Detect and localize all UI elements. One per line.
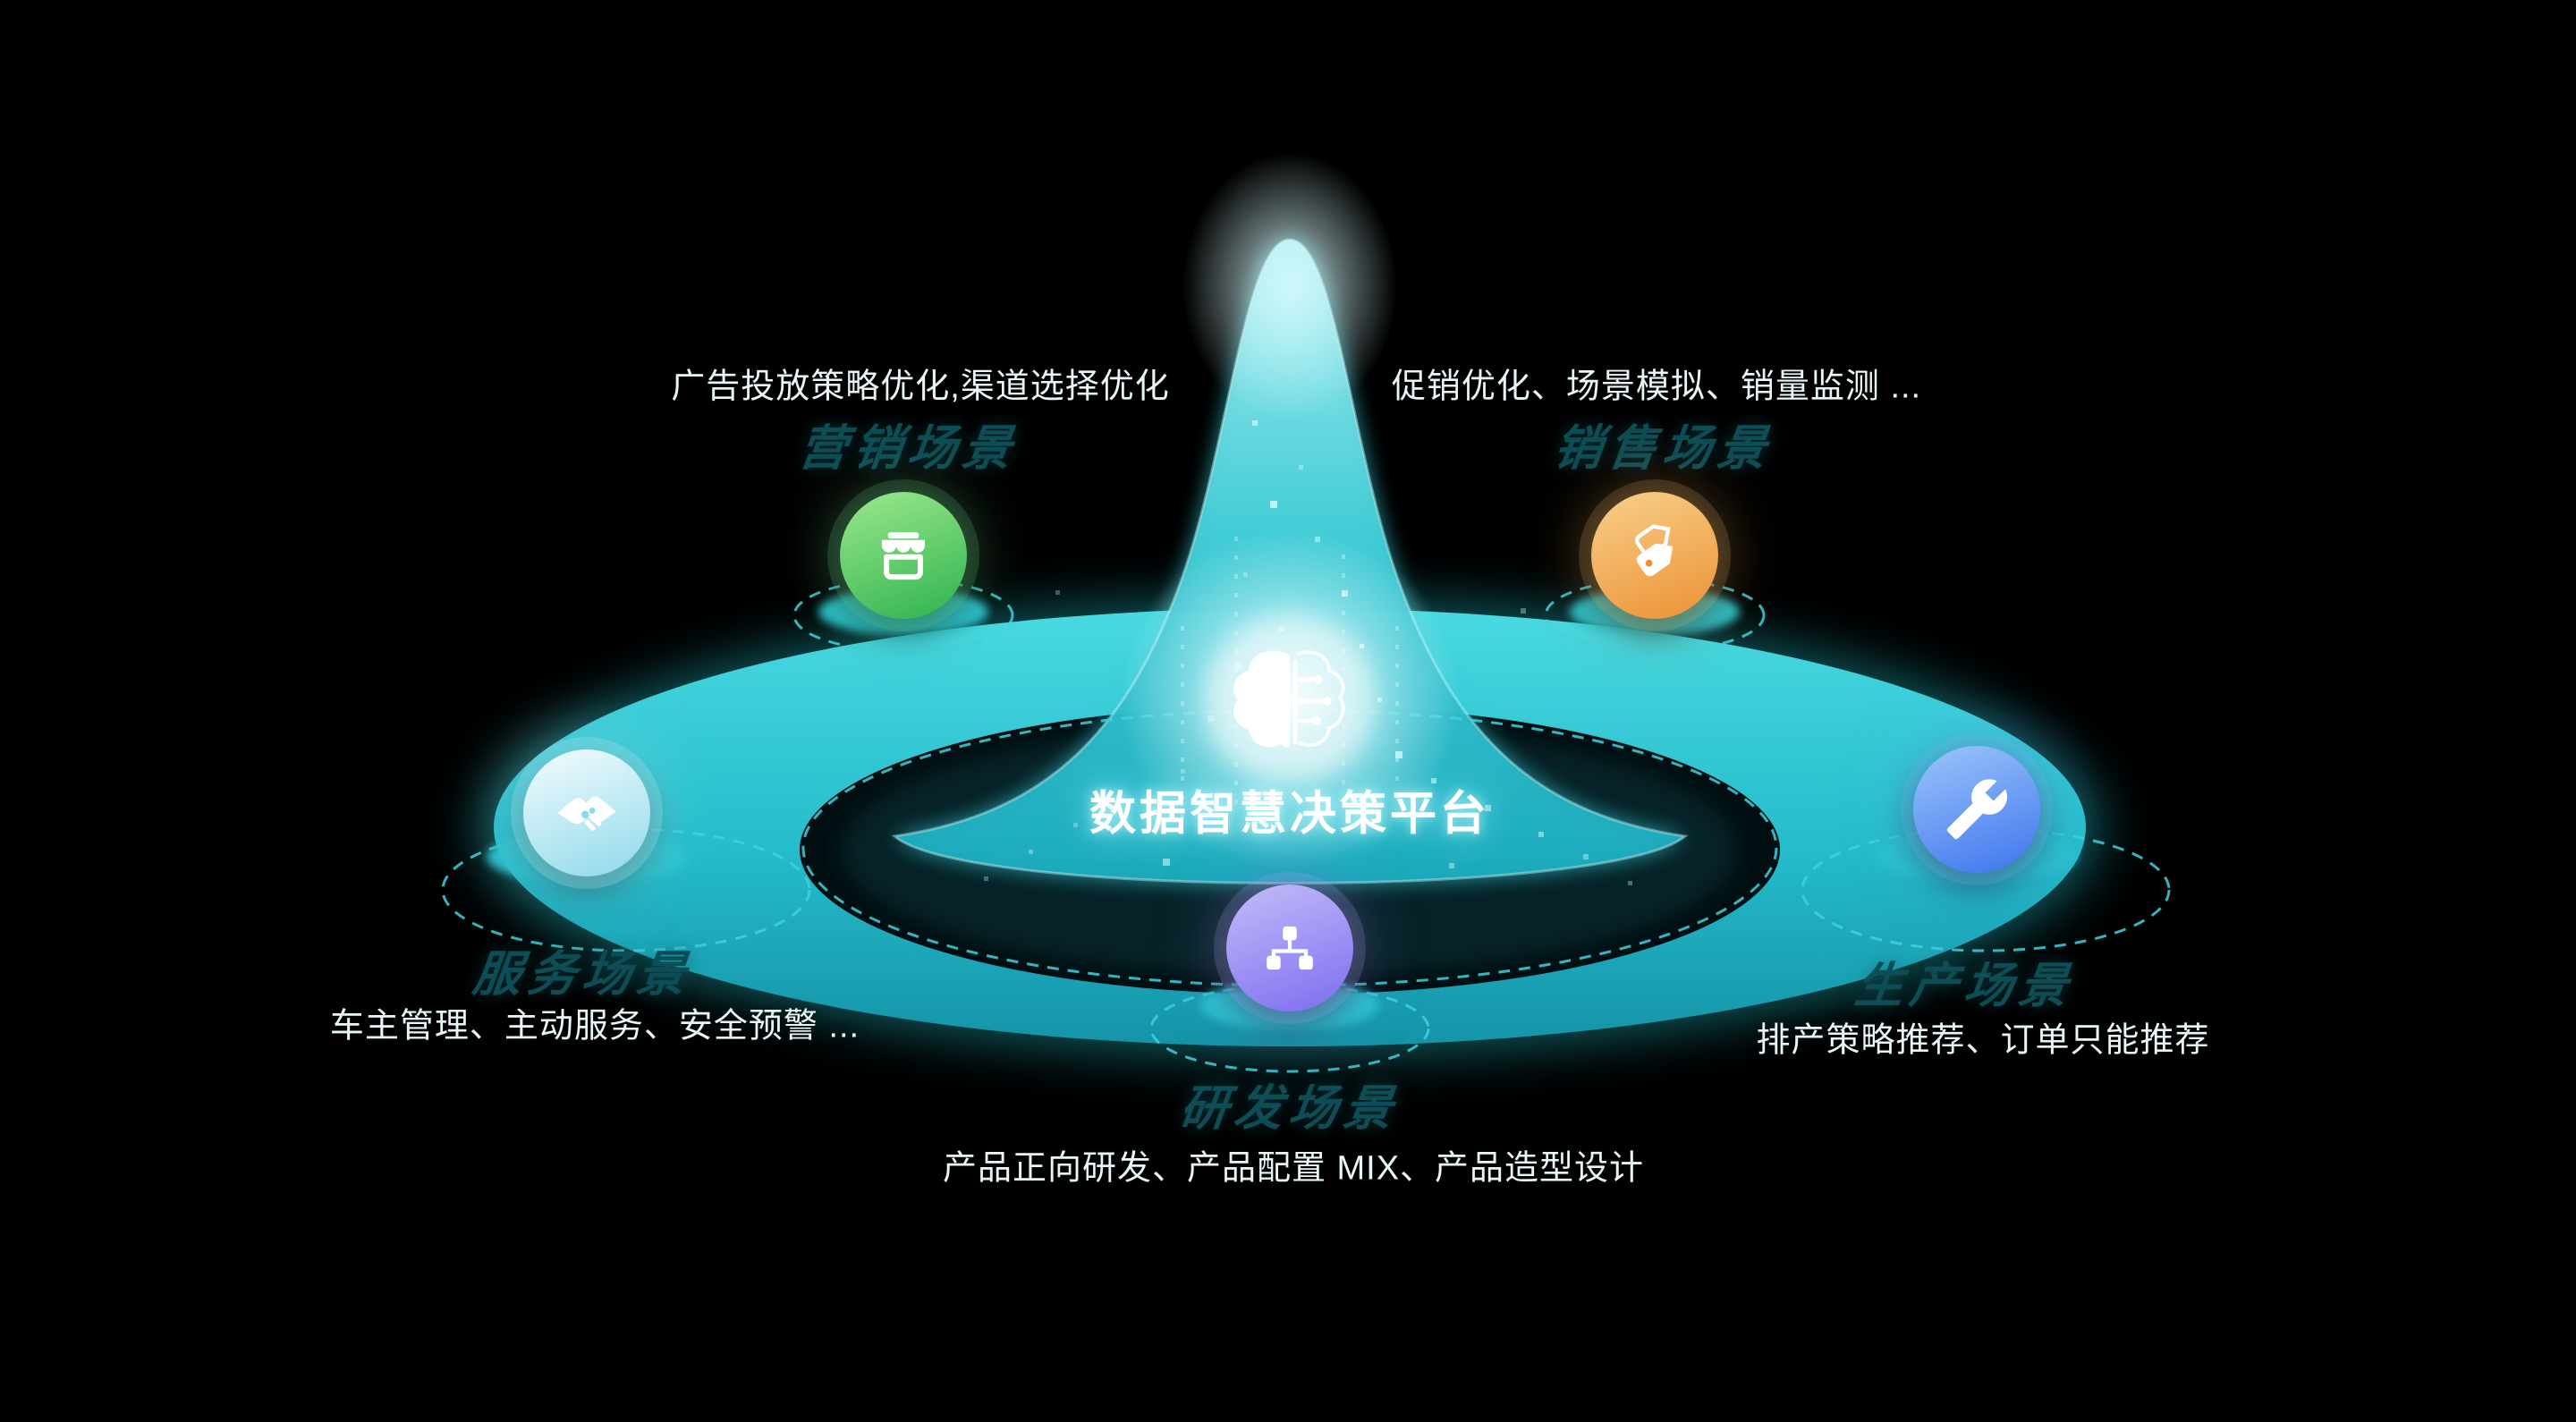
service-scenario-badge	[523, 749, 650, 876]
rnd-scenario-description: 产品正向研发、产品配置 MIX、产品造型设计	[942, 1149, 1645, 1188]
sales-scenario-description: 促销优化、场景模拟、销量监测 ...	[1391, 368, 1922, 406]
hierarchy-icon	[1267, 926, 1313, 970]
sales-scenario-badge	[1591, 492, 1718, 619]
brain-circuit-icon	[1233, 650, 1345, 748]
platform-title: 数据智慧决策平台	[1089, 788, 1491, 841]
price-tags-icon	[1635, 524, 1674, 577]
marketing-scenario-badge	[840, 492, 967, 619]
sales-scenario-label: 销售场景	[1550, 421, 1776, 476]
rnd-scenario-badge	[1226, 885, 1353, 1011]
production-scenario-badge	[1913, 746, 2040, 873]
peak-glow	[1182, 152, 1397, 420]
production-scenario-label: 生产场景	[1852, 959, 2078, 1013]
marketing-scenario-label: 营销场景	[795, 421, 1021, 476]
rnd-scenario-label: 研发场景	[1176, 1081, 1402, 1136]
storefront-icon	[881, 532, 926, 580]
service-scenario-label: 服务场景	[470, 947, 696, 1002]
marketing-scenario-description: 广告投放策略优化,渠道选择优化	[671, 368, 1170, 406]
production-scenario-description: 排产策略推荐、订单只能推荐	[1756, 1021, 2210, 1060]
handshake-icon	[557, 796, 616, 831]
service-scenario-description: 车主管理、主动服务、安全预警 ...	[329, 1007, 860, 1045]
wrench-icon	[1946, 779, 2008, 840]
